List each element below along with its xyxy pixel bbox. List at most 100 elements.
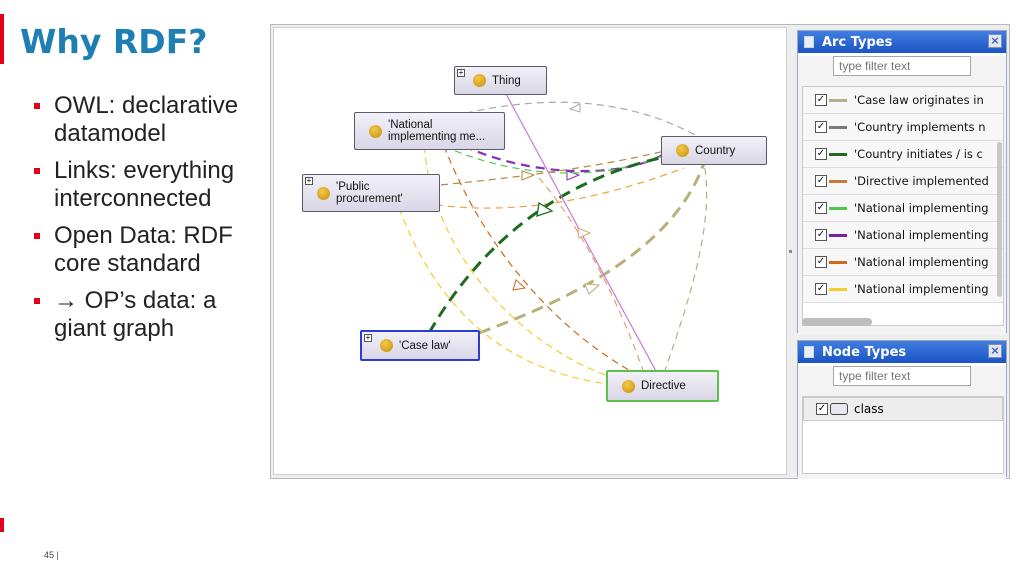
edge-arrow: [577, 227, 592, 239]
node-label: 'Case law': [399, 339, 451, 352]
splitter-handle[interactable]: [789, 250, 792, 253]
checkbox[interactable]: ✓: [815, 148, 827, 160]
checkbox[interactable]: ✓: [815, 229, 827, 241]
accent-bar-top: [0, 14, 4, 64]
bullet-item: OWL: declarative datamodel: [34, 92, 264, 148]
node-label: Country: [695, 144, 736, 157]
checkbox[interactable]: ✓: [815, 94, 827, 106]
arc-type-list[interactable]: ✓'Case law originates in ✓'Country imple…: [802, 86, 1004, 326]
checkbox[interactable]: ✓: [815, 283, 827, 295]
graph-edges: [398, 93, 708, 385]
class-node-icon: [369, 124, 382, 138]
arc-types-body: ✓'Case law originates in ✓'Country imple…: [798, 56, 1006, 335]
arc-type-label: 'National implementing: [854, 282, 989, 296]
arc-type-item[interactable]: ✓ 'National implementing: [803, 276, 1003, 303]
graph-node-national-implementing[interactable]: 'National implementing me...: [354, 112, 505, 150]
edge-directive-country-khaki[interactable]: [663, 162, 708, 374]
arc-filter-input[interactable]: [833, 56, 971, 76]
page-number: 45 |: [44, 550, 59, 560]
arc-types-icon: [804, 36, 814, 48]
edge-arrow: [512, 279, 527, 291]
bullet-square-icon: [34, 233, 40, 239]
arc-color-swatch: [829, 233, 847, 237]
edge-national-directive-yellow[interactable]: [423, 145, 615, 379]
arc-type-item[interactable]: ✓'National implementing: [803, 249, 1003, 276]
graph-node-case-law[interactable]: + 'Case law': [360, 330, 480, 361]
arc-type-label: 'Country initiates / is c: [854, 147, 983, 161]
edge-national-directive-orange[interactable]: [443, 145, 635, 374]
class-node-icon: [317, 186, 330, 200]
graph-canvas[interactable]: + Thing 'National implementing me... + '…: [273, 27, 787, 475]
edge-caselaw-country-darkgreen[interactable]: [427, 154, 670, 334]
horizontal-scrollbar[interactable]: [802, 318, 872, 326]
checkbox[interactable]: ✓: [815, 256, 827, 268]
vertical-scrollbar[interactable]: [997, 142, 1002, 297]
arc-type-item[interactable]: ✓ 'Country initiates / is c: [803, 141, 1003, 168]
node-label: Thing: [492, 74, 521, 87]
arc-type-label: 'National implementing: [854, 228, 989, 242]
class-node-icon: [622, 379, 635, 393]
arc-color-swatch: [829, 179, 847, 183]
close-icon[interactable]: ×: [988, 34, 1002, 48]
edge-public-country-brown[interactable]: [428, 149, 670, 187]
checkbox[interactable]: ✓: [815, 175, 827, 187]
bullet-item: Open Data: RDF core standard: [34, 222, 264, 278]
node-types-icon: [804, 346, 814, 358]
node-type-item[interactable]: ✓ class: [803, 397, 1003, 421]
node-label: 'Public procurement': [336, 181, 403, 205]
expand-icon[interactable]: +: [305, 176, 313, 185]
class-shape-icon: [830, 403, 848, 415]
node-types-header: Node Types ×: [798, 341, 1006, 363]
graph-node-directive[interactable]: Directive: [606, 370, 719, 402]
node-label: 'National implementing me...: [388, 119, 486, 143]
arc-types-header: Arc Types ×: [798, 31, 1006, 53]
class-node-icon: [380, 339, 393, 352]
arc-type-item[interactable]: ✓ 'National implementing: [803, 222, 1003, 249]
graph-node-thing[interactable]: + Thing: [454, 66, 547, 95]
accent-bar-bottom: [0, 518, 4, 532]
arc-types-title: Arc Types: [822, 34, 893, 50]
edge-arrow: [521, 170, 536, 181]
bullet-item: → OP’s data: a giant graph: [34, 287, 264, 343]
graph-node-public-procurement[interactable]: + 'Public procurement': [302, 174, 440, 212]
bullet-list: OWL: declarative datamodel Links: everyt…: [34, 92, 264, 352]
checkbox[interactable]: ✓: [816, 403, 828, 415]
node-types-body: ✓ class: [798, 366, 1006, 479]
node-types-panel: Node Types × ✓ class: [797, 340, 1007, 479]
arc-type-item[interactable]: ✓'Country implements n: [803, 114, 1003, 141]
arc-color-swatch: [829, 125, 847, 129]
node-types-title: Node Types: [822, 344, 907, 360]
checkbox[interactable]: ✓: [815, 202, 827, 214]
edge-arrow: [568, 103, 581, 113]
edge-public-directive-yellow[interactable]: [398, 207, 610, 385]
arc-type-label: 'Directive implemented: [854, 174, 989, 188]
arc-color-swatch: [829, 260, 847, 264]
edge-arrow: [584, 283, 601, 295]
class-node-icon: [473, 74, 486, 87]
checkbox[interactable]: ✓: [815, 121, 827, 133]
expand-icon[interactable]: +: [457, 68, 465, 77]
close-icon[interactable]: ×: [988, 344, 1002, 358]
arc-type-item[interactable]: ✓'Case law originates in: [803, 87, 1003, 114]
edge-national-country-green[interactable]: [443, 145, 670, 174]
expand-icon[interactable]: +: [364, 333, 372, 342]
bullet-square-icon: [34, 298, 40, 304]
node-type-list[interactable]: ✓ class: [802, 396, 1004, 474]
bullet-square-icon: [34, 168, 40, 174]
node-type-label: class: [854, 402, 884, 416]
arc-color-swatch: [829, 287, 847, 291]
node-label: Directive: [641, 380, 686, 392]
edge-public-country-orange[interactable]: [423, 167, 685, 209]
edge-directive-country-orange[interactable]: [538, 177, 645, 374]
arc-color-swatch: [829, 206, 847, 210]
edge-arrow: [536, 201, 554, 217]
graph-node-country[interactable]: Country: [661, 136, 767, 165]
arc-type-item[interactable]: ✓ 'Directive implemented: [803, 168, 1003, 195]
arc-type-label: 'National implementing: [854, 201, 989, 215]
arc-type-item[interactable]: ✓ 'National implementing: [803, 195, 1003, 222]
bullet-square-icon: [34, 103, 40, 109]
edge-national-country-gray[interactable]: [453, 101, 705, 141]
arc-types-panel: Arc Types × ✓'Case law originates in ✓'C…: [797, 30, 1007, 335]
node-filter-input[interactable]: [833, 366, 971, 386]
edge-caselaw-country-khaki[interactable]: [478, 162, 706, 335]
